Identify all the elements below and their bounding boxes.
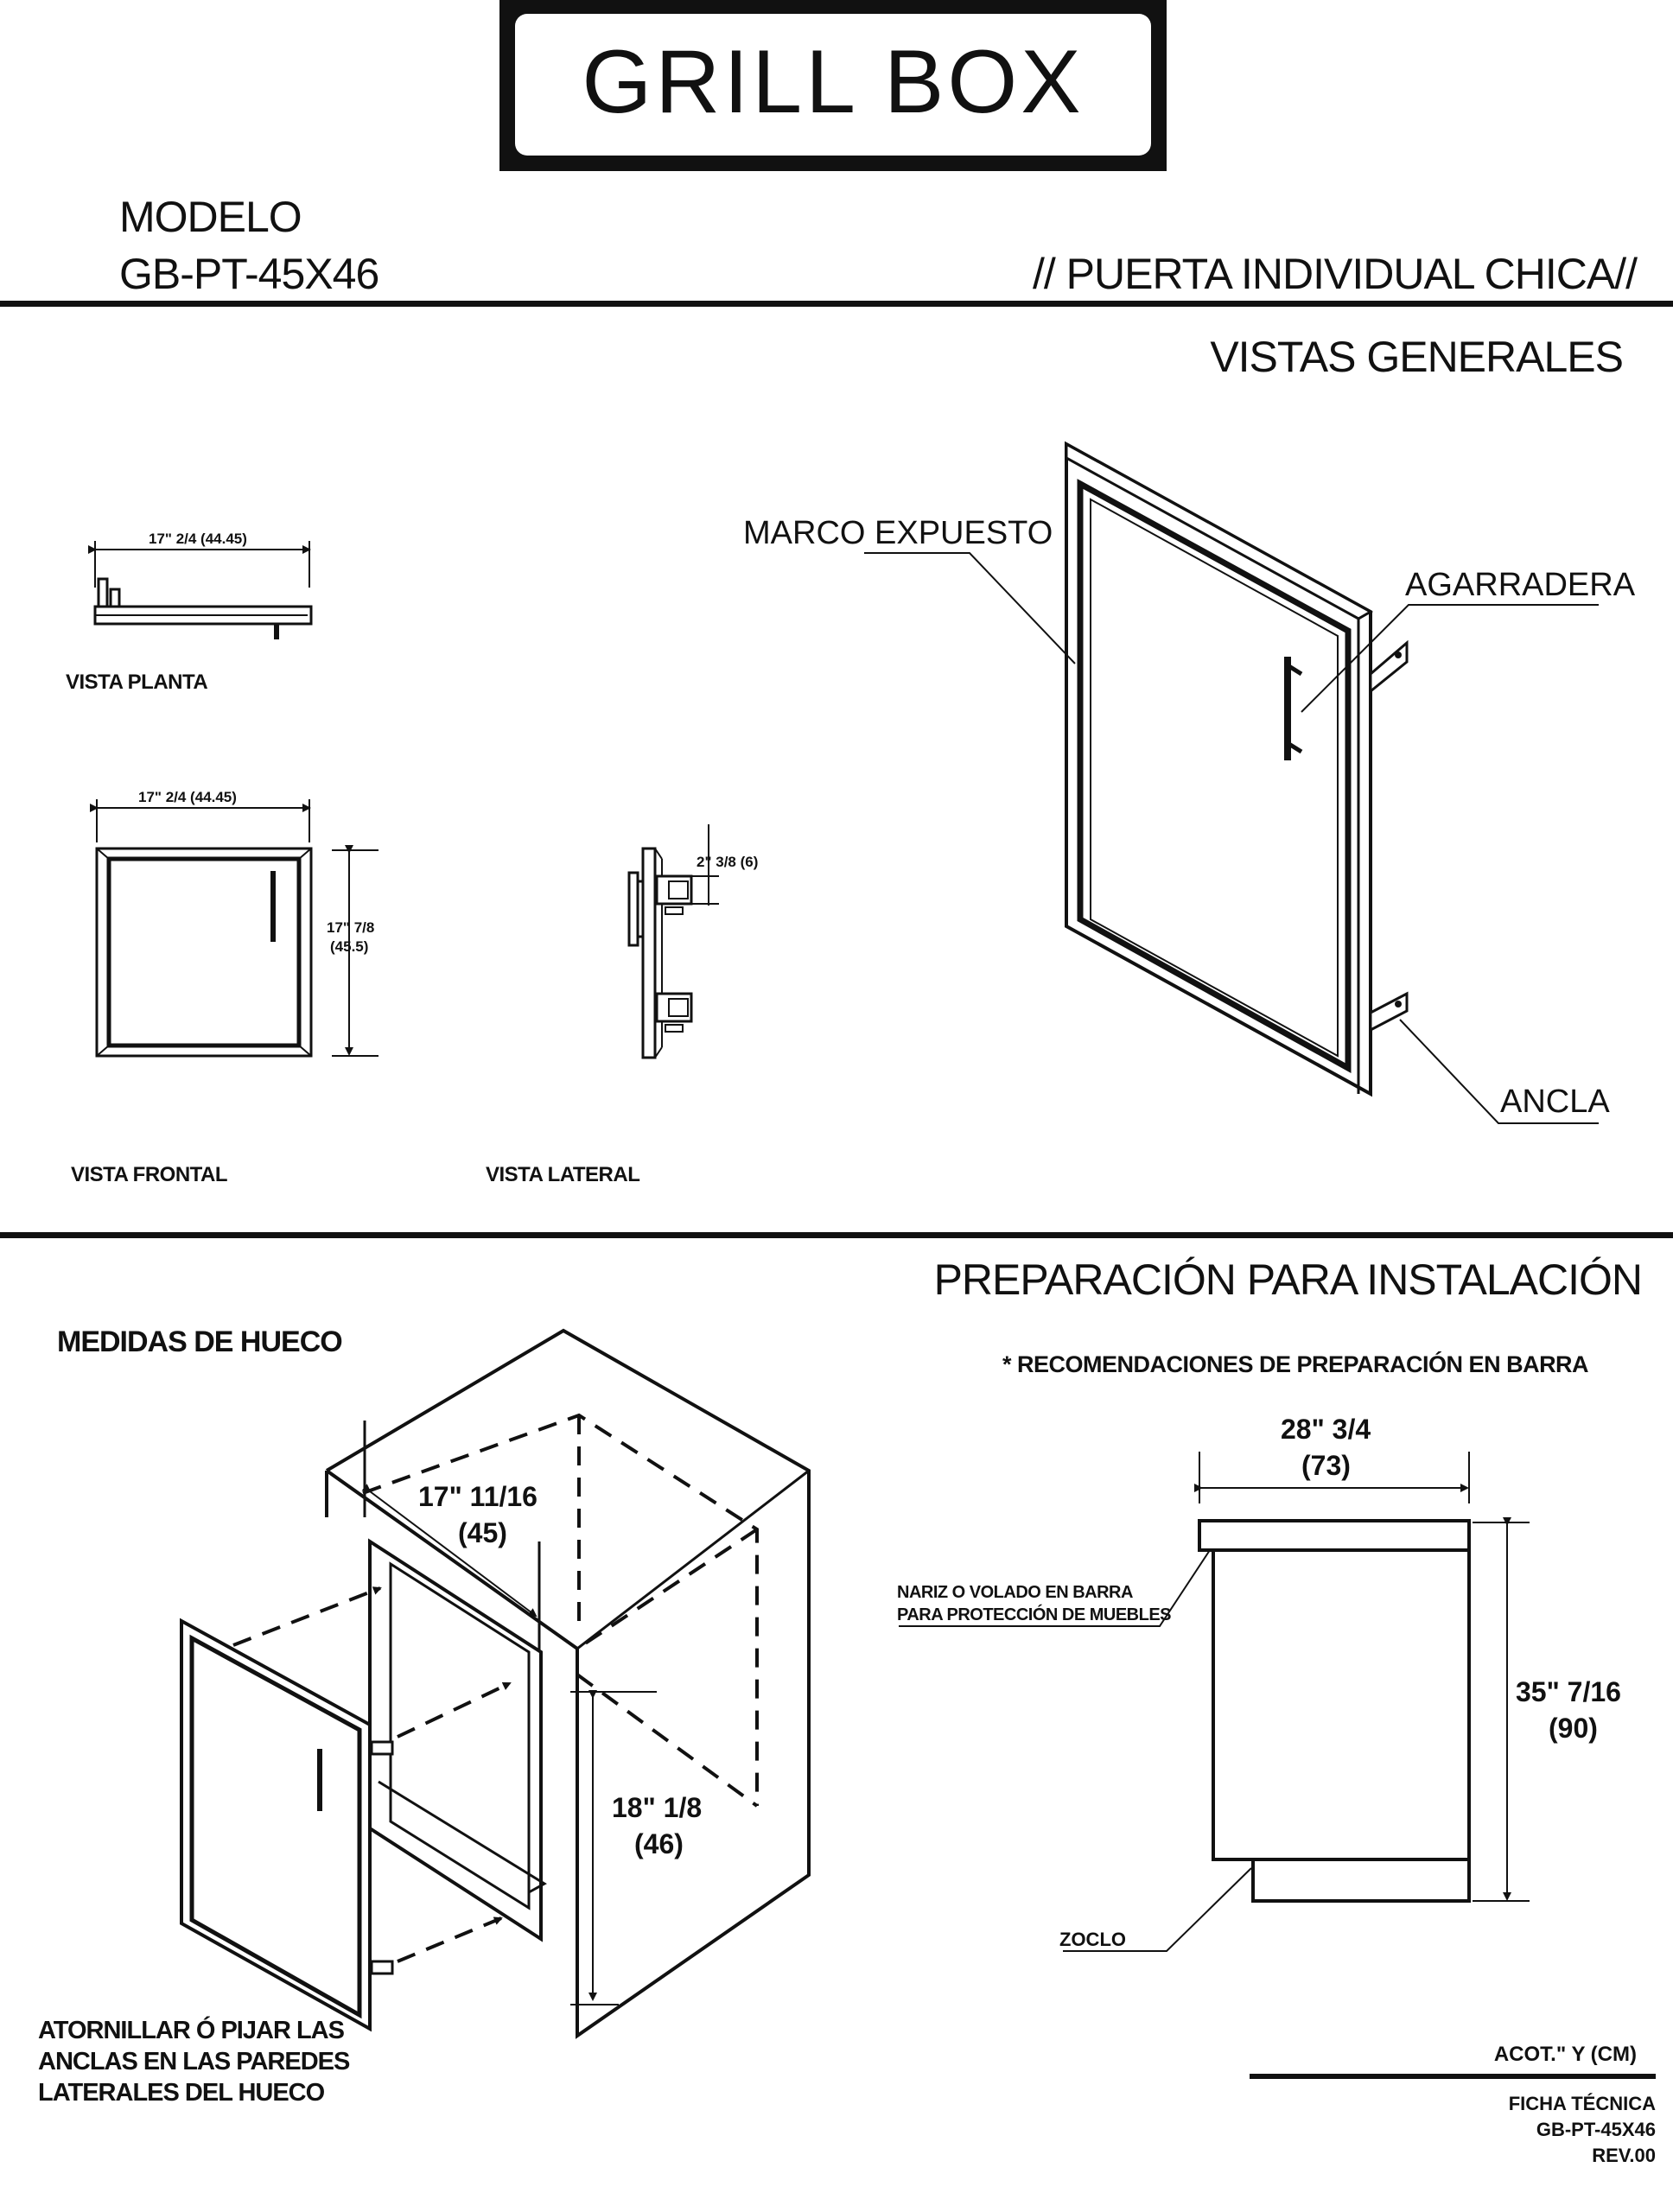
bar-drawing bbox=[899, 1452, 1530, 1952]
opening-width-dim: 17" 11/16 bbox=[418, 1481, 538, 1512]
bar-height-dim-cm: (90) bbox=[1549, 1713, 1598, 1744]
recommend-title: * RECOMENDACIONES DE PREPARACIÓN EN BARR… bbox=[1002, 1351, 1589, 1377]
logo: GRILL BOX bbox=[499, 0, 1167, 171]
product-name: // PUERTA INDIVIDUAL CHICA// bbox=[1032, 250, 1638, 298]
header-divider bbox=[0, 301, 1673, 307]
side-view-drawing bbox=[627, 824, 719, 1059]
opening-width-dim-cm: (45) bbox=[458, 1517, 507, 1548]
footer-divider bbox=[1250, 2074, 1656, 2079]
nose-note-1: NARIZ O VOLADO EN BARRA bbox=[897, 1583, 1133, 1602]
logo-text: GRILL BOX bbox=[582, 32, 1085, 132]
front-height-dim: 17" 7/8 bbox=[327, 919, 375, 936]
screw-note-3: LATERALES DEL HUECO bbox=[38, 2079, 325, 2107]
sheet-rev: REV.00 bbox=[1592, 2145, 1656, 2166]
screw-note-1: ATORNILLAR Ó PIJAR LAS bbox=[38, 2017, 345, 2044]
views-section-title: VISTAS GENERALES bbox=[1210, 333, 1624, 381]
opening-drawing bbox=[180, 1328, 811, 2039]
frame-label: MARCO EXPUESTO bbox=[743, 515, 1053, 551]
bar-height-dim: 35" 7/16 bbox=[1516, 1676, 1621, 1707]
side-view-label: VISTA LATERAL bbox=[486, 1163, 640, 1186]
model-label: MODELO bbox=[119, 193, 302, 241]
bar-width-dim: 28" 3/4 bbox=[1281, 1414, 1371, 1445]
sheet-title: FICHA TÉCNICA bbox=[1508, 2093, 1656, 2114]
units-note: ACOT." Y (CM) bbox=[1493, 2043, 1637, 2066]
side-depth-dim: 2" 3/8 (6) bbox=[697, 854, 759, 870]
handle-label: AGARRADERA bbox=[1405, 567, 1636, 603]
bar-width-dim-cm: (73) bbox=[1301, 1450, 1351, 1481]
opening-height-dim-cm: (46) bbox=[634, 1828, 684, 1859]
nose-note-2: PARA PROTECCIÓN DE MUEBLES bbox=[897, 1605, 1172, 1624]
opening-height-dim: 18" 1/8 bbox=[612, 1792, 703, 1823]
front-height-dim-cm: (45.5) bbox=[330, 938, 369, 955]
isometric-door-drawing bbox=[864, 441, 1599, 1124]
plan-width-dim: 17" 2/4 (44.45) bbox=[149, 531, 247, 547]
screw-note-2: ANCLAS EN LAS PAREDES bbox=[38, 2048, 350, 2075]
plan-view-label: VISTA PLANTA bbox=[66, 671, 208, 694]
front-width-dim: 17" 2/4 (44.45) bbox=[138, 789, 237, 805]
model-code: GB-PT-45X46 bbox=[119, 250, 379, 298]
opening-title: MEDIDAS DE HUECO bbox=[57, 1325, 343, 1358]
section-divider bbox=[0, 1232, 1673, 1238]
plan-view-drawing bbox=[88, 541, 313, 639]
sheet-code: GB-PT-45X46 bbox=[1536, 2119, 1656, 2140]
install-section-title: PREPARACIÓN PARA INSTALACIÓN bbox=[933, 1255, 1643, 1304]
front-view-drawing bbox=[90, 799, 378, 1058]
front-view-label: VISTA FRONTAL bbox=[71, 1163, 228, 1186]
base-label: ZOCLO bbox=[1059, 1929, 1126, 1950]
anchor-label: ANCLA bbox=[1500, 1084, 1610, 1120]
